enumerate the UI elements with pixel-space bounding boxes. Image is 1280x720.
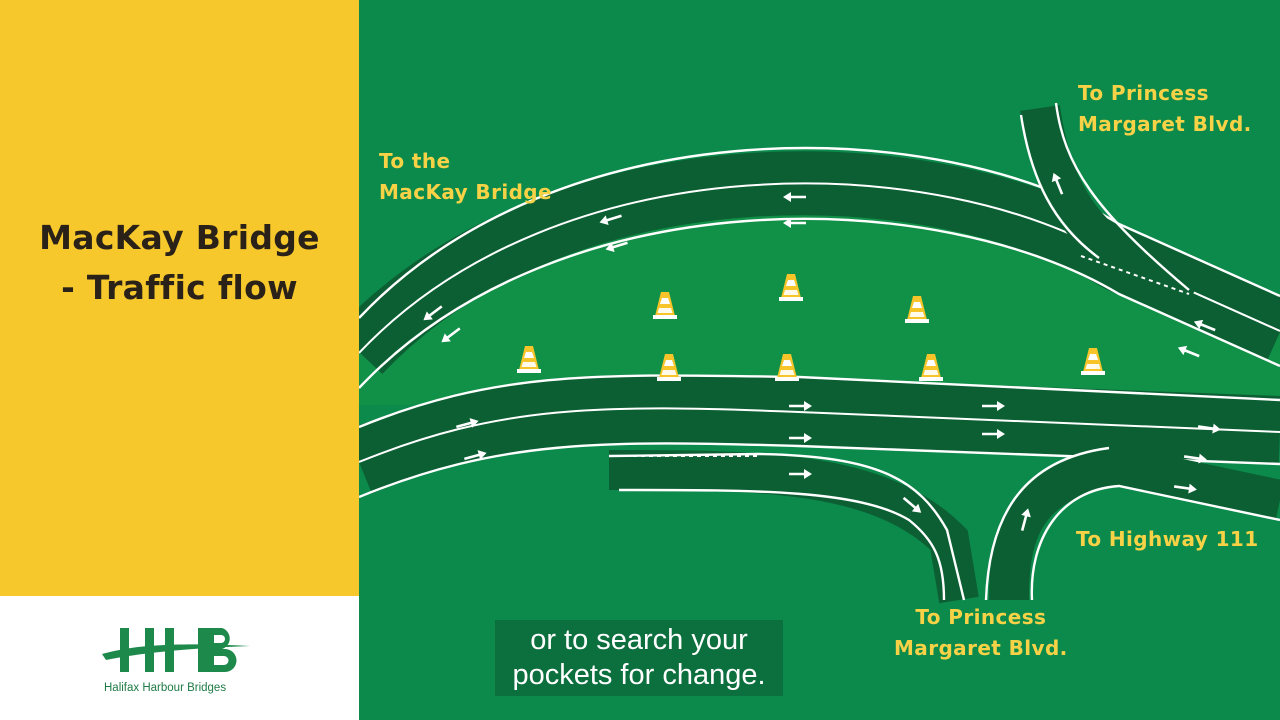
label-to-princess-top: To Princess Margaret Blvd. — [1078, 78, 1252, 140]
subtitle-caption: or to search your pockets for change. — [495, 620, 783, 696]
label-to-mackay: To the MacKay Bridge — [379, 146, 552, 208]
traffic-diagram: To the MacKay Bridge To Princess Margare… — [359, 0, 1280, 720]
title-line-1: MacKay Bridge — [39, 218, 320, 257]
label-line: To the — [379, 149, 451, 173]
entry-ramp-princess — [989, 445, 1280, 601]
ramp-from-princess-top — [1020, 105, 1200, 317]
logo: Halifax Harbour Bridges — [0, 596, 359, 720]
label-to-highway-111: To Highway 111 — [1076, 524, 1259, 555]
hhb-logo-icon — [102, 628, 250, 672]
label-line: To Princess — [1078, 81, 1209, 105]
exit-ramp-princess — [608, 450, 979, 604]
page-title: MacKay Bridge - Traffic flow — [0, 213, 359, 313]
label-line: To Princess — [915, 605, 1047, 629]
label-line: MacKay Bridge — [379, 180, 552, 204]
label-line: To Highway 111 — [1076, 527, 1259, 551]
label-line: Margaret Blvd. — [1078, 112, 1252, 136]
subtitle-line: or to search your — [530, 624, 748, 656]
label-line: Margaret Blvd. — [894, 636, 1068, 660]
title-line-2: - Traffic flow — [61, 268, 298, 307]
label-to-princess-bottom: To Princess Margaret Blvd. — [894, 602, 1068, 664]
road-map — [359, 102, 1280, 604]
subtitle-line: pockets for change. — [512, 659, 766, 691]
logo-caption: Halifax Harbour Bridges — [104, 682, 227, 694]
